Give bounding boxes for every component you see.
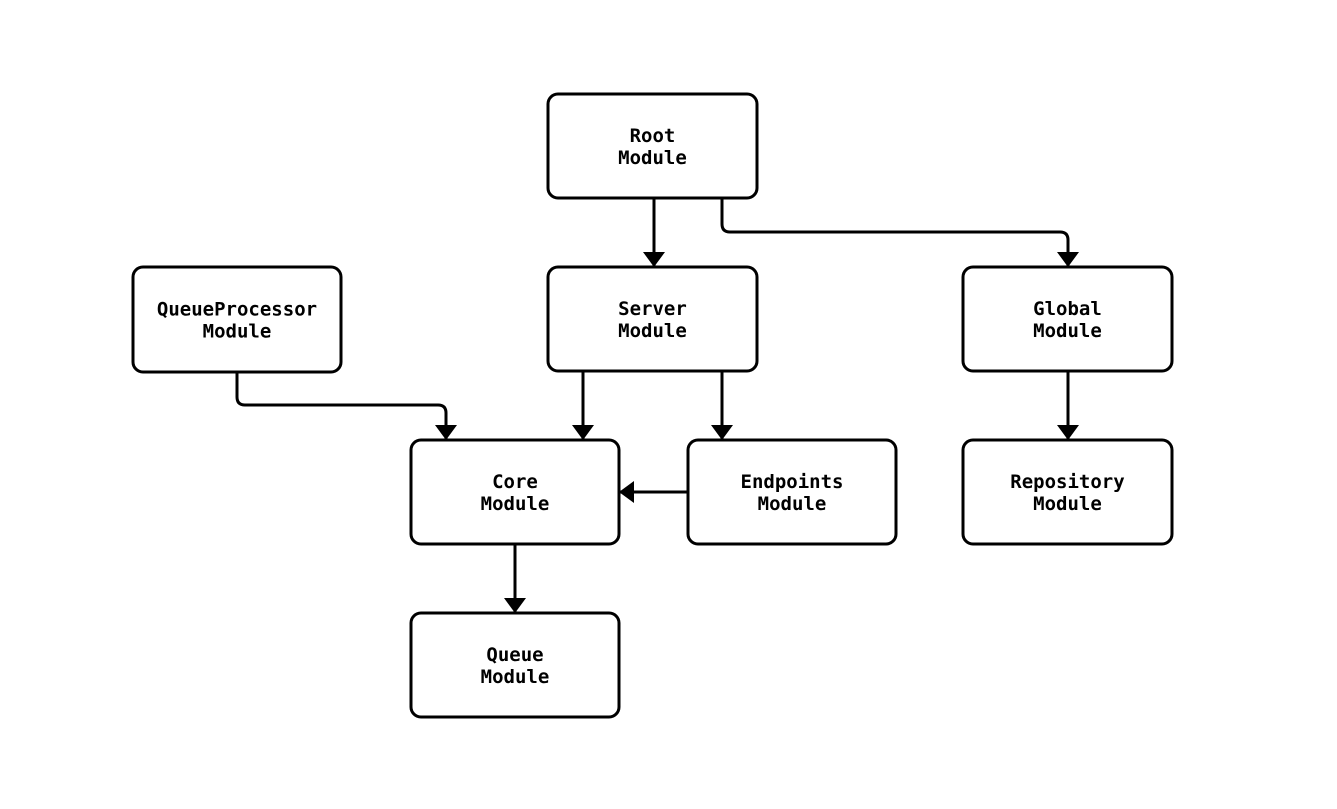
edge-root-to-global (720, 198, 1079, 267)
edge-queueprocessor-to-core (235, 372, 457, 440)
node-server-module-box (546, 265, 759, 373)
node-root-module-box (546, 92, 759, 200)
node-core-module-box (409, 438, 621, 546)
node-global-module-box (961, 265, 1174, 373)
node-repository-module-box (961, 438, 1174, 546)
node-queueprocessor-module-box (131, 265, 343, 374)
node-endpoints-module-box (686, 438, 898, 546)
node-queue-module-box (409, 611, 621, 719)
